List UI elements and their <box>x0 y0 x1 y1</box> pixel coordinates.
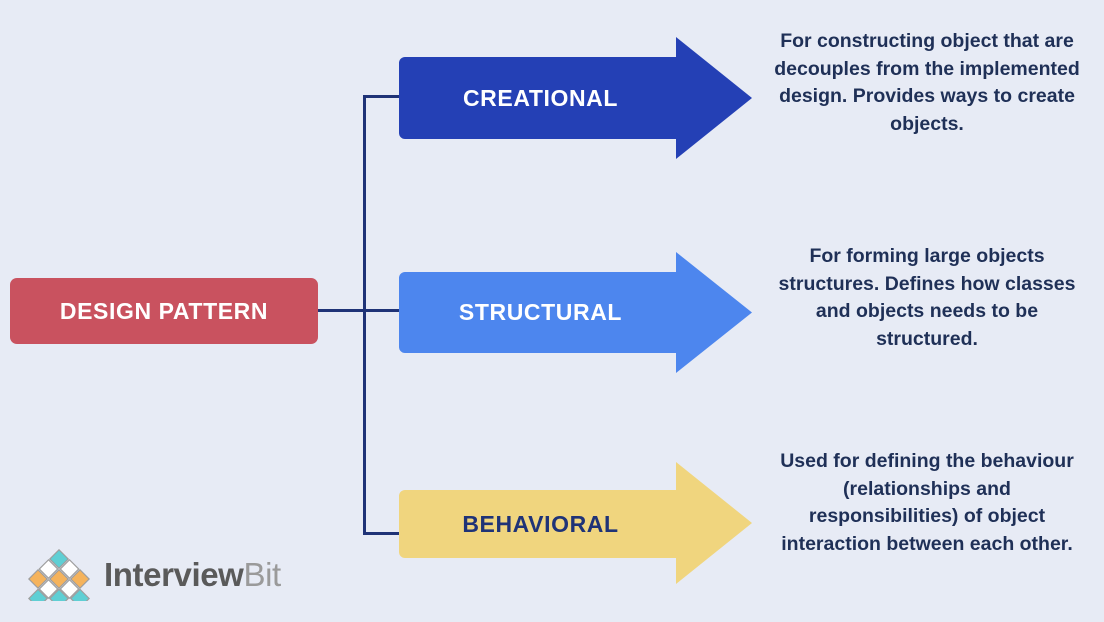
connector-branch-creational <box>363 95 403 98</box>
brand-logo: InterviewBit <box>28 549 281 601</box>
description-structural: For forming large objects structures. De… <box>778 245 1076 351</box>
branch-arrow-creational: CREATIONAL <box>399 37 752 159</box>
arrow-shape-creational <box>399 37 752 159</box>
arrow-shape-behavioral <box>399 462 752 584</box>
connector-root-stub <box>318 309 400 312</box>
brand-name: InterviewBit <box>104 556 281 594</box>
description-behavioral: Used for defining the behaviour (relatio… <box>780 450 1074 556</box>
brand-name-secondary: Bit <box>243 556 281 593</box>
brand-name-primary: Interview <box>104 556 244 593</box>
branch-arrow-structural: STRUCTURAL <box>399 252 752 373</box>
root-node-design-pattern: DESIGN PATTERN <box>10 278 318 344</box>
connector-vertical-trunk <box>363 95 366 535</box>
description-creational: For constructing object that are decoupl… <box>774 30 1080 136</box>
branch-arrow-behavioral: BEHAVIORAL <box>399 462 752 584</box>
diamond-grid-icon <box>28 549 90 601</box>
arrow-shape-structural <box>399 252 752 373</box>
connector-branch-behavioral <box>363 532 403 535</box>
root-node-label: DESIGN PATTERN <box>59 297 269 324</box>
